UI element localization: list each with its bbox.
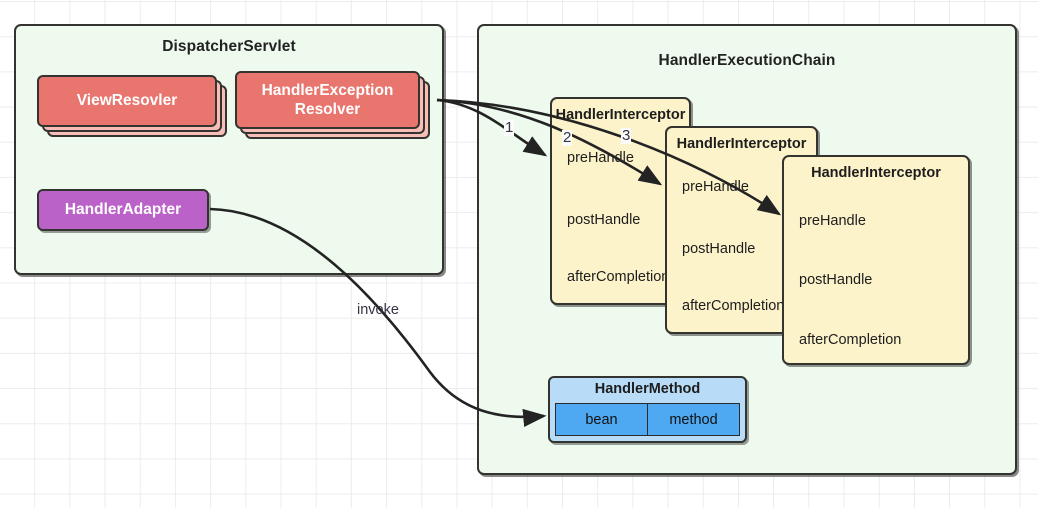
handler-interceptor-3[interactable]: HandlerInterceptor preHandle postHandle … (782, 155, 970, 365)
view-resolver-box[interactable]: ViewResovler (37, 75, 217, 127)
handler-interceptor-2-title: HandlerInterceptor (676, 136, 807, 152)
handler-method-cells: bean method (555, 403, 740, 436)
edge-label-call-1: 1 (504, 119, 515, 136)
handler-interceptor-3-method-posthandle: postHandle (799, 272, 873, 288)
handler-exception-resolver-label-line2: Resolver (294, 101, 361, 118)
edge-label-invoke: invoke (357, 302, 399, 318)
handler-exception-resolver-label: HandlerException Resolver (262, 81, 394, 120)
handler-interceptor-1-method-aftercompletion: afterCompletion (567, 269, 670, 285)
handler-adapter-box[interactable]: HandlerAdapter (37, 189, 209, 231)
view-resolver-label: ViewResovler (76, 92, 178, 110)
handler-interceptor-2-method-aftercompletion: afterCompletion (682, 298, 785, 314)
handler-interceptor-2-method-posthandle: postHandle (682, 241, 756, 257)
handler-interceptor-1-method-prehandle: preHandle (567, 150, 634, 166)
handler-interceptor-3-title: HandlerInterceptor (811, 165, 941, 181)
view-resolver-stack[interactable]: ViewResovler (37, 75, 227, 137)
handler-interceptor-3-method-prehandle: preHandle (799, 213, 866, 229)
handler-adapter-label: HandlerAdapter (64, 201, 182, 218)
handler-exception-resolver-box[interactable]: HandlerException Resolver (235, 71, 420, 129)
handler-method-box[interactable]: HandlerMethod bean method (548, 376, 747, 443)
dispatcher-servlet-container: DispatcherServlet (14, 24, 444, 275)
handler-interceptor-3-method-aftercompletion: afterCompletion (799, 332, 902, 348)
handler-exception-resolver-label-line1: HandlerException (261, 81, 394, 99)
edge-label-call-2: 2 (562, 129, 573, 146)
handler-interceptor-1-title: HandlerInterceptor (555, 107, 686, 123)
handler-execution-chain-title: HandlerExecutionChain (658, 52, 836, 69)
edge-label-call-3: 3 (621, 127, 632, 144)
handler-interceptor-1-method-posthandle: postHandle (567, 212, 641, 228)
handler-exception-resolver-stack[interactable]: HandlerException Resolver (235, 71, 430, 139)
handler-method-title: HandlerMethod (594, 381, 701, 397)
handler-interceptor-2-method-prehandle: preHandle (682, 179, 749, 195)
handler-method-cell-bean: bean (555, 403, 648, 436)
dispatcher-servlet-title: DispatcherServlet (162, 38, 296, 55)
handler-method-cell-method: method (648, 403, 740, 436)
